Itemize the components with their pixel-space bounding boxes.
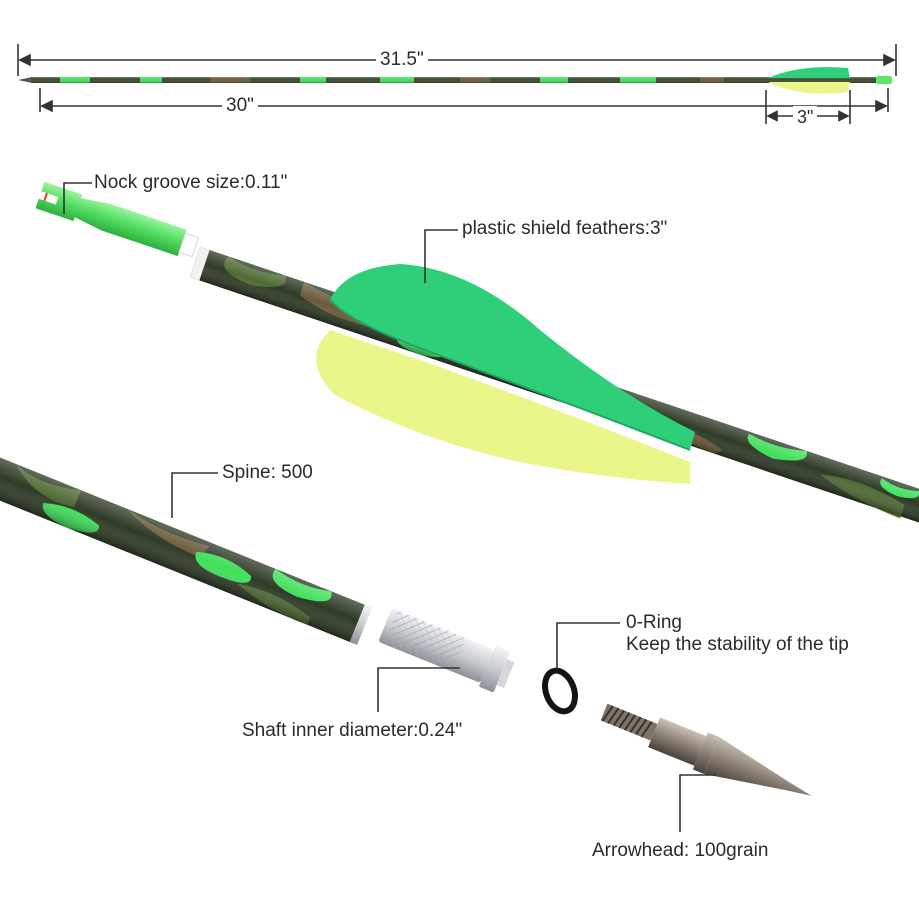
nock xyxy=(35,181,200,258)
oring-leader xyxy=(556,622,620,670)
insert-callout: Shaft inner diameter:0.24" xyxy=(242,720,463,741)
nock-leader xyxy=(63,182,92,214)
oring-callout-desc: Keep the stability of the tip xyxy=(626,634,849,655)
total-length-label: 31.5" xyxy=(376,49,428,71)
full-arrow-overview xyxy=(17,44,897,124)
feathers-leader xyxy=(424,229,458,283)
overview-shaft xyxy=(18,67,892,94)
nock-callout: Nock groove size:0.11" xyxy=(94,172,288,193)
lower-shaft xyxy=(0,456,373,645)
yellow-vane xyxy=(316,330,690,484)
shaft-length-dimension xyxy=(39,88,889,113)
total-length-dimension xyxy=(17,44,897,76)
arrowhead-callout: Arrowhead: 100grain xyxy=(592,840,769,861)
arrowhead-leader xyxy=(679,774,716,832)
fletched-shaft-detail xyxy=(35,181,919,530)
insert-leader xyxy=(377,667,460,712)
spine-callout: Spine: 500 xyxy=(222,462,313,483)
oring-callout-title: 0-Ring xyxy=(626,612,682,633)
arrowhead xyxy=(600,703,812,796)
feathers-callout: plastic shield feathers:3" xyxy=(462,218,668,239)
insert xyxy=(379,609,515,692)
front-components-detail xyxy=(0,456,812,796)
green-vane xyxy=(330,264,695,450)
feather-length-label: 3" xyxy=(793,106,818,128)
o-ring xyxy=(542,667,578,715)
callout-leaders xyxy=(63,182,716,832)
spine-leader xyxy=(171,472,218,518)
shaft-length-label: 30" xyxy=(222,95,258,117)
